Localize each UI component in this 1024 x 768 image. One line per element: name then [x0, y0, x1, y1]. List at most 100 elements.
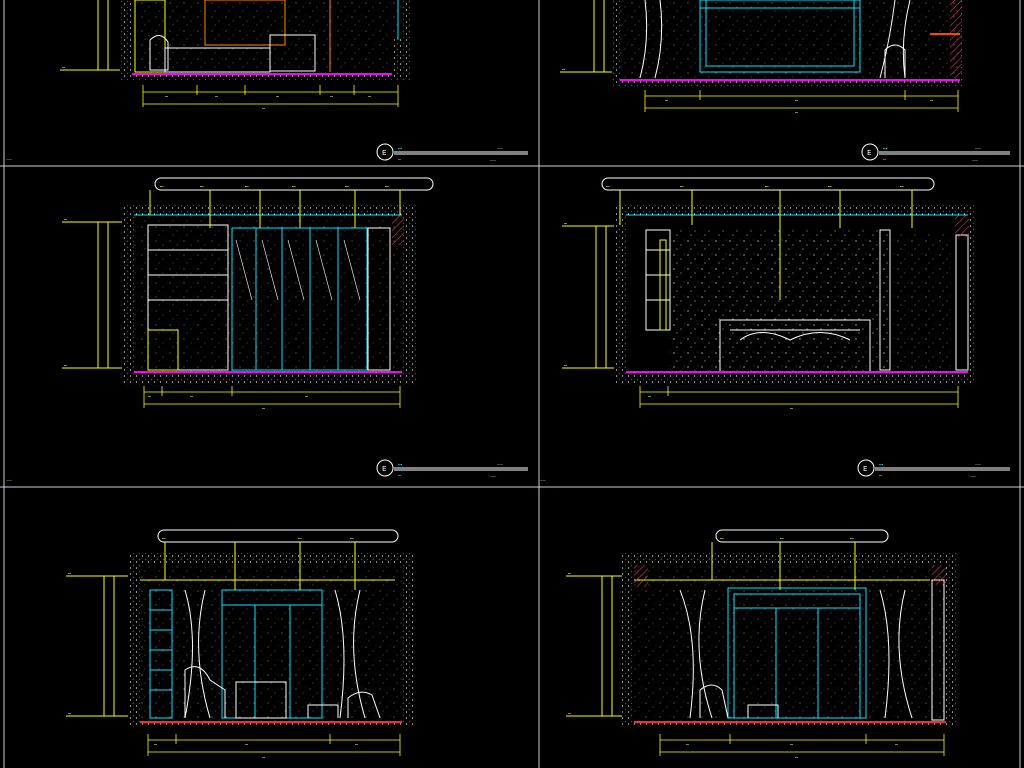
elevation-panel-a: … … … … … … … E … … … … … — [6, 0, 528, 163]
dim-text: … — [148, 393, 151, 399]
callout-tag: … — [245, 182, 249, 189]
dim-text: … — [686, 741, 689, 747]
elevation-room: … — [497, 144, 503, 151]
dim-text: … — [355, 741, 358, 747]
elevation-scale: … — [398, 157, 401, 162]
callout-tags — [601, 177, 935, 300]
level-mark — [562, 225, 614, 369]
svg-text:E: E — [382, 149, 386, 157]
floor-level-text: … — [62, 64, 65, 70]
dim-total-text: … — [262, 754, 265, 760]
dim-total-text: … — [790, 405, 793, 411]
callout-tag: … — [160, 182, 164, 189]
dimension-line — [659, 734, 945, 756]
elevation-sub: … — [972, 156, 978, 163]
elevation-title-block: E … … … … — [376, 143, 528, 163]
panel-note: … — [6, 476, 12, 483]
ceiling-level-text: … — [64, 216, 67, 222]
svg-text:E: E — [867, 149, 871, 157]
dim-total-text: … — [795, 109, 798, 115]
elevation-panel-c: … … … … … … … … … … … … E … — [6, 177, 528, 483]
elevation-scale: … — [883, 157, 886, 162]
callout-tag: … — [765, 182, 769, 189]
callout-tag: … — [680, 182, 684, 189]
elevation-scale: … — [879, 473, 882, 478]
dimension-line — [147, 734, 401, 756]
callout-tag: … — [292, 182, 296, 189]
elevation-title: … — [883, 143, 887, 151]
dim-text: … — [665, 97, 668, 103]
callout-tag: … — [780, 534, 784, 541]
dim-text: … — [895, 741, 898, 747]
dim-text: … — [795, 97, 798, 103]
dim-total-text: … — [262, 405, 265, 411]
elevation-sub: … — [490, 156, 496, 163]
elevation-panel-e: … … … … … … … … … — [66, 529, 414, 760]
dim-text: … — [276, 93, 279, 99]
dimension-line — [644, 90, 959, 112]
elevation-panel-f: … … … … … … … … … — [566, 529, 958, 760]
dimension-line — [639, 386, 959, 408]
elevation-title: … — [398, 459, 402, 467]
dim-text: … — [368, 93, 371, 99]
dimension-line — [143, 386, 401, 408]
callout-tag: … — [350, 534, 354, 541]
svg-text:E: E — [382, 465, 386, 473]
ceiling-level-text: … — [68, 570, 71, 576]
callout-tag: … — [298, 534, 302, 541]
callout-tag: … — [345, 182, 349, 189]
elevation-title: … — [398, 143, 402, 151]
dim-text: … — [930, 97, 933, 103]
elevation-sub: … — [970, 472, 976, 479]
callout-tag: … — [720, 534, 724, 541]
level-mark — [560, 0, 612, 73]
elevation-sub: … — [490, 472, 496, 479]
callout-tag: … — [162, 534, 166, 541]
dim-text: … — [245, 741, 248, 747]
dim-text: … — [330, 93, 333, 99]
elevation-room: … — [975, 144, 981, 151]
ceiling-level-text: … — [564, 220, 567, 226]
level-mark — [60, 0, 120, 71]
level-mark — [566, 575, 622, 717]
dim-text: … — [190, 393, 193, 399]
floor-level-text: … — [64, 362, 67, 368]
floor-level-text: … — [562, 66, 565, 72]
elevation-title: … — [879, 459, 883, 467]
dim-text: … — [648, 393, 651, 399]
level-mark — [66, 575, 128, 717]
ceiling-level-text: … — [568, 570, 571, 576]
dim-text: … — [154, 741, 157, 747]
floor-level-text: … — [568, 710, 571, 716]
dim-text: … — [790, 741, 793, 747]
dim-text: … — [215, 93, 218, 99]
elevation-title-block: E … … … … — [376, 459, 528, 479]
dim-text: … — [305, 393, 308, 399]
callout-tag: … — [385, 182, 389, 189]
panel-note: … — [540, 476, 546, 483]
callout-tags — [149, 177, 434, 228]
callout-tag: … — [900, 182, 904, 189]
panel-note: … — [6, 155, 12, 162]
elevation-room: … — [975, 460, 981, 467]
svg-text:E: E — [863, 465, 867, 473]
dim-total-text: … — [262, 105, 265, 111]
floor-level-text: … — [564, 362, 567, 368]
level-mark — [62, 221, 122, 369]
elevation-title-block: E … … … … — [857, 459, 1010, 479]
callout-tags — [157, 529, 399, 590]
elevation-scale: … — [398, 473, 401, 478]
elevation-room: … — [497, 460, 503, 467]
callout-tag: … — [200, 182, 204, 189]
floor-level-text: … — [68, 710, 71, 716]
callout-tag: … — [850, 534, 854, 541]
callout-tags — [711, 529, 889, 590]
dim-text: … — [165, 93, 168, 99]
callout-tag: … — [606, 182, 610, 189]
elevation-panel-d: … … … … … … … … … E … … … … — [540, 177, 1010, 483]
elevation-panel-b: … … … … … E … … … … — [560, 0, 1010, 163]
callout-tag: … — [828, 182, 832, 189]
dim-total-text: … — [795, 754, 798, 760]
